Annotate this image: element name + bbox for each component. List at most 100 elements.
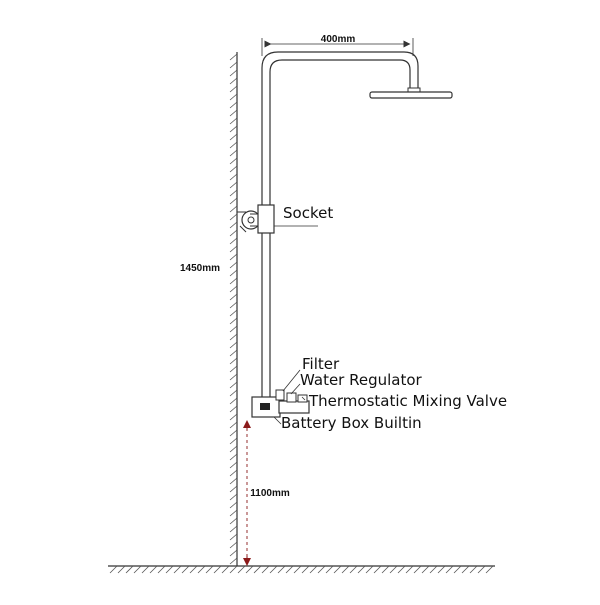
hatch-mark [229,469,238,477]
hatch-mark [205,565,214,574]
hatch-mark [229,365,238,373]
hatch-mark [229,461,238,469]
hatch-mark [421,565,430,574]
hatch-mark [229,533,238,541]
hatch-mark [237,565,246,574]
hatch-mark [197,565,206,574]
hatch-mark [405,565,414,574]
hatch-mark [229,269,238,277]
hatch-mark [229,429,238,437]
mount-height-dimension: 1100mm [243,420,290,566]
hatch-mark [229,69,238,77]
hatch-mark [301,565,310,574]
hatch-mark [229,53,238,61]
hatch-mark [229,261,238,269]
floor [108,565,495,574]
hatch-mark [229,565,238,574]
hatch-mark [229,165,238,173]
hatch-mark [365,565,374,574]
hatch-mark [117,565,126,574]
socket-bracket: Socket [237,204,333,234]
hatch-mark [229,509,238,517]
hatch-mark [181,565,190,574]
hatch-mark [229,421,238,429]
hatch-mark [229,229,238,237]
hatch-mark [229,357,238,365]
hatch-mark [229,181,238,189]
hatch-mark [229,541,238,549]
hatch-mark [229,525,238,533]
hatch-mark [229,285,238,293]
hatch-mark [229,517,238,525]
hatch-mark [325,565,334,574]
hatch-mark [229,93,238,101]
hatch-mark [133,565,142,574]
hatch-mark [317,565,326,574]
hatch-mark [229,333,238,341]
wall [229,52,238,566]
hatch-mark [229,149,238,157]
water-regulator-label: Water Regulator [300,371,423,389]
hatch-mark [229,309,238,317]
hatch-mark [373,565,382,574]
hatch-mark [229,197,238,205]
arm-width-label: 400mm [321,34,356,45]
hatch-mark [229,341,238,349]
hatch-mark [477,565,486,574]
hatch-mark [221,565,230,574]
hatch-mark [165,565,174,574]
hatch-mark [229,61,238,69]
hatch-mark [381,565,390,574]
hatch-mark [245,565,254,574]
hatch-mark [229,445,238,453]
hatch-mark [229,205,238,213]
hatch-mark [277,565,286,574]
hatch-mark [229,245,238,253]
filter-label: Filter [302,355,340,373]
hatch-mark [437,565,446,574]
hatch-mark [469,565,478,574]
hatch-mark [229,85,238,93]
total-height-label: 1450mm [180,263,220,274]
hatch-mark [357,565,366,574]
arm-width-dimension: 400mm [261,34,414,56]
hatch-mark [341,565,350,574]
hatch-mark [229,349,238,357]
thermostat-knob [297,394,308,403]
hatch-mark [229,293,238,301]
hatch-mark [229,253,238,261]
wall-hatch [229,53,238,565]
hatch-mark [229,317,238,325]
hatch-mark [157,565,166,574]
filter-cap [275,389,285,401]
hatch-mark [229,301,238,309]
hatch-mark [285,565,294,574]
thermostatic-mixing-valve-label: Thermostatic Mixing Valve [308,392,507,410]
hatch-mark [229,133,238,141]
socket-label: Socket [283,204,333,222]
hatch-mark [229,397,238,405]
hatch-mark [229,221,238,229]
hatch-mark [213,565,222,574]
hatch-mark [229,501,238,509]
hatch-mark [189,565,198,574]
hatch-mark [389,565,398,574]
hatch-mark [229,277,238,285]
hatch-mark [229,437,238,445]
shower-riser [261,51,419,398]
hatch-mark [253,565,262,574]
hatch-mark [413,565,422,574]
hatch-mark [229,141,238,149]
hatch-mark [429,565,438,574]
hatch-mark [125,565,134,574]
hatch-mark [229,117,238,125]
hatch-mark [445,565,454,574]
hatch-mark [149,565,158,574]
hatch-mark [229,173,238,181]
hatch-mark [229,213,238,221]
shower-head [369,87,453,99]
hatch-mark [229,477,238,485]
hatch-mark [229,389,238,397]
